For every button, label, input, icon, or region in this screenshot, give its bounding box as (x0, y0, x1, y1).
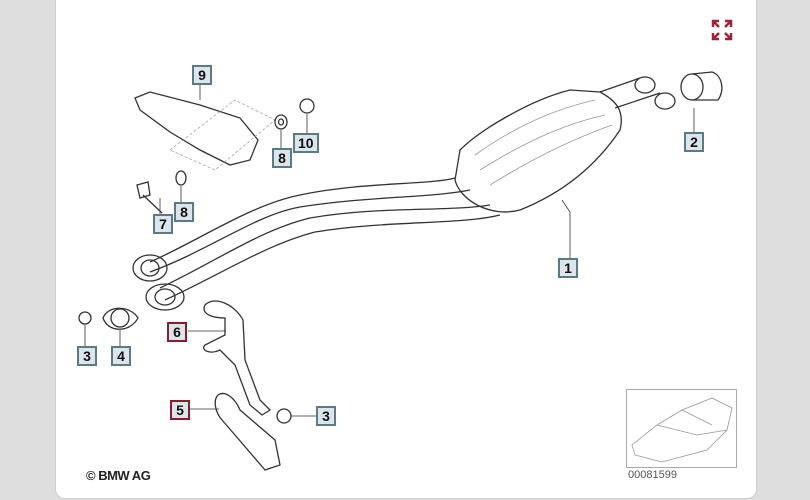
part-label-8a[interactable]: 8 (174, 202, 194, 222)
part-label-3b[interactable]: 3 (316, 406, 336, 426)
front-pipe[interactable] (149, 177, 501, 301)
part-label-7[interactable]: 7 (153, 214, 173, 234)
figure-number: 00081599 (628, 469, 677, 481)
part-label-5[interactable]: 5 (170, 400, 190, 420)
part-label-10[interactable]: 10 (293, 133, 319, 153)
part-label-2[interactable]: 2 (684, 132, 704, 152)
part-label-1[interactable]: 1 (558, 258, 578, 278)
part-label-3[interactable]: 3 (77, 346, 97, 366)
flange-upper (132, 254, 168, 282)
bracket-6[interactable] (203, 300, 272, 416)
part-label-8b[interactable]: 8 (272, 148, 292, 168)
copyright: © BMW AG (86, 468, 151, 483)
vehicle-thumbnail[interactable] (626, 389, 737, 468)
flange-lower (145, 283, 185, 311)
part-label-6[interactable]: 6 (167, 322, 187, 342)
expand-arrows-icon[interactable] (710, 18, 734, 42)
bracket-9[interactable] (134, 91, 259, 166)
part-label-4[interactable]: 4 (111, 346, 131, 366)
part-label-9[interactable]: 9 (192, 65, 212, 85)
bracket-5[interactable] (214, 392, 281, 471)
clamp[interactable] (680, 73, 704, 101)
muffler[interactable] (454, 89, 622, 213)
